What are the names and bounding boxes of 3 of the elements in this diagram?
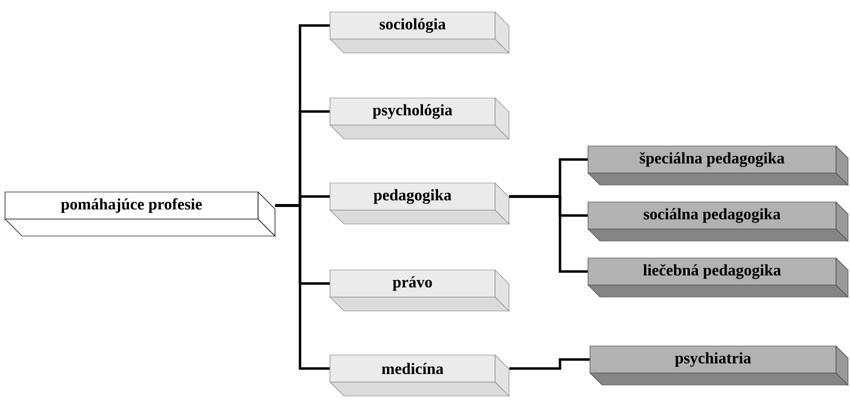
connector-line (509, 358, 590, 370)
connector-line (275, 204, 330, 370)
connector-line (509, 195, 588, 273)
